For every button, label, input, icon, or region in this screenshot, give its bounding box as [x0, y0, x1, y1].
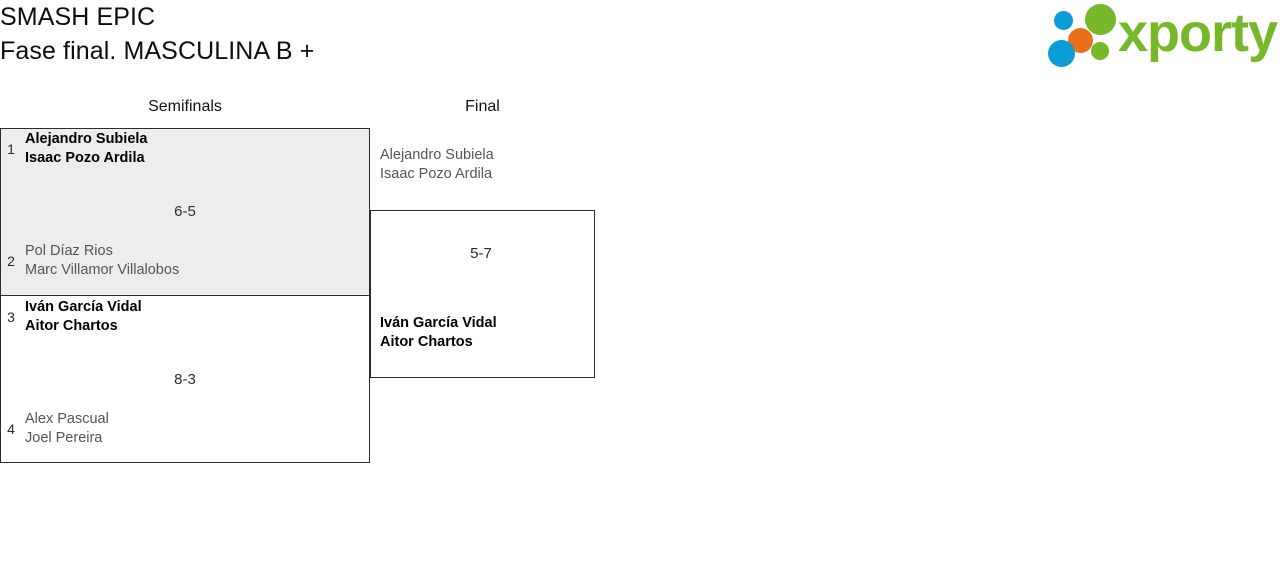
logo-wordmark: xporty [1118, 3, 1278, 63]
team-semifinal-2-seed-4[interactable]: 4 Alex Pascual Joel Pereira [0, 410, 370, 448]
round-header-semifinals: Semifinals [148, 98, 222, 115]
team-players: Iván García Vidal Aitor Chartos [377, 314, 592, 352]
tournament-name: SMASH EPIC [0, 3, 156, 31]
logo-dots-icon [1046, 2, 1120, 68]
logo-dot-blue-top-icon [1054, 11, 1073, 30]
player-name: Alejandro Subiela [25, 131, 148, 147]
team-players: Alejandro Subiela Isaac Pozo Ardila [22, 130, 370, 168]
match-final[interactable] [370, 210, 595, 378]
team-final-champion[interactable]: Iván García Vidal Aitor Chartos [377, 314, 592, 352]
player-name: Aitor Chartos [25, 318, 118, 334]
logo-dot-green-small-icon [1091, 42, 1109, 60]
team-semifinal-1-seed-2[interactable]: 2 Pol Díaz Rios Marc Villamor Villalobos [0, 242, 370, 280]
seed-number: 1 [7, 141, 15, 157]
team-players: Pol Díaz Rios Marc Villamor Villalobos [22, 242, 370, 280]
player-name: Joel Pereira [25, 430, 103, 446]
player-name: Iván García Vidal [380, 315, 497, 331]
xporty-logo[interactable]: xporty [1046, 2, 1278, 68]
tournament-phase: Fase final. MASCULINA B + [0, 37, 315, 65]
player-name: Pol Díaz Rios [25, 243, 113, 259]
team-semifinal-1-seed-1[interactable]: 1 Alejandro Subiela Isaac Pozo Ardila [0, 130, 370, 168]
seed-number: 4 [7, 421, 15, 437]
player-name: Alejandro Subiela [380, 147, 494, 163]
player-name: Isaac Pozo Ardila [25, 150, 145, 166]
score-semifinal-1: 6-5 [174, 203, 196, 220]
team-players: Iván García Vidal Aitor Chartos [22, 298, 370, 336]
team-semifinal-2-seed-3[interactable]: 3 Iván García Vidal Aitor Chartos [0, 298, 370, 336]
player-name: Isaac Pozo Ardila [380, 166, 493, 182]
logo-dot-blue-bottom-icon [1048, 40, 1075, 67]
score-final: 5-7 [470, 245, 492, 262]
player-name: Marc Villamor Villalobos [25, 262, 180, 278]
score-semifinal-2: 8-3 [174, 371, 196, 388]
team-final-runner-up[interactable]: Alejandro Subiela Isaac Pozo Ardila [377, 146, 592, 184]
team-players: Alex Pascual Joel Pereira [22, 410, 370, 448]
page-title: SMASH EPIC Fase final. MASCULINA B + [0, 0, 900, 68]
logo-dot-green-large-icon [1085, 4, 1116, 35]
seed-number: 2 [7, 253, 15, 269]
round-header-final: Final [465, 98, 500, 115]
player-name: Alex Pascual [25, 411, 109, 427]
match-semifinal-1[interactable] [0, 128, 370, 295]
player-name: Iván García Vidal [25, 299, 142, 315]
team-players: Alejandro Subiela Isaac Pozo Ardila [377, 146, 592, 184]
match-semifinal-2[interactable] [0, 295, 370, 463]
seed-number: 3 [7, 309, 15, 325]
player-name: Aitor Chartos [380, 334, 473, 350]
